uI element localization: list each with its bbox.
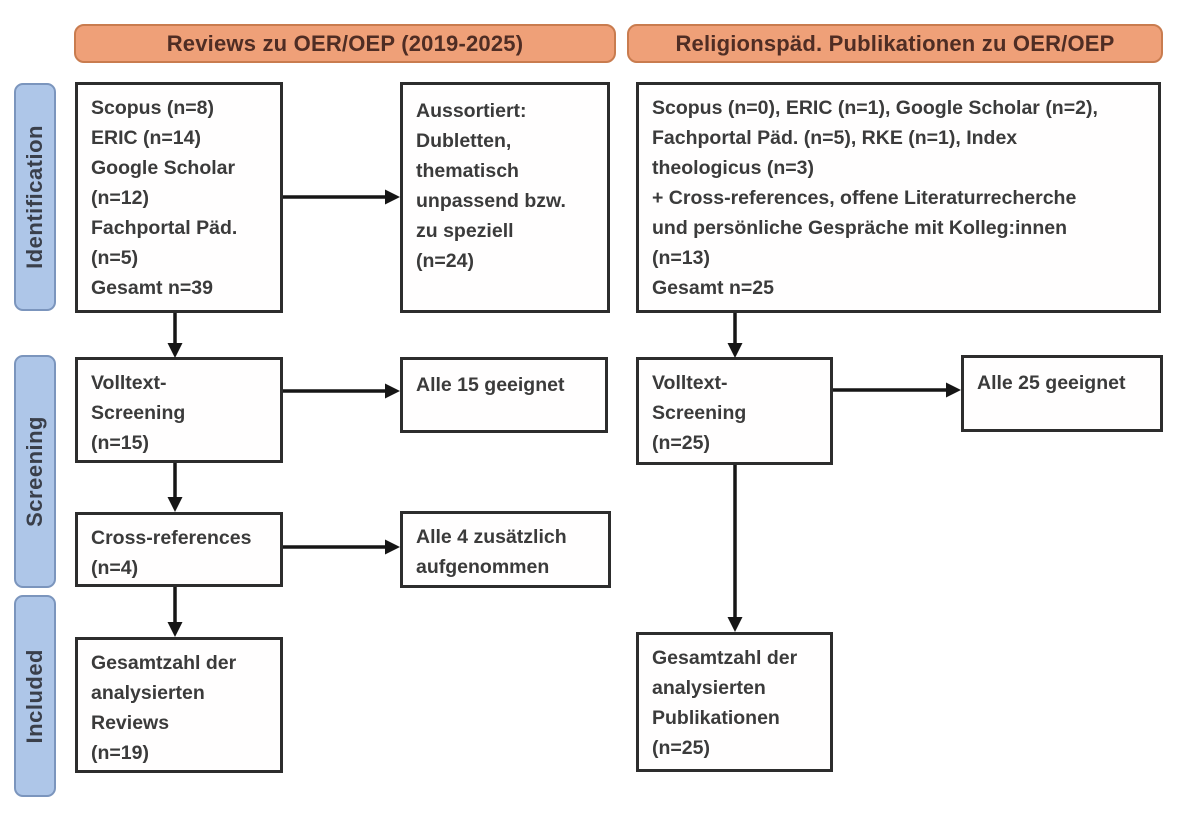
arrow-left-fulltext-to-result <box>283 383 400 399</box>
box-left-cross-references: Cross-references (n=4) <box>75 512 283 587</box>
arrow-left-crossref-to-result <box>283 539 400 555</box>
stage-label-screening: Screening <box>14 355 56 588</box>
box-left-excluded: Aussortiert: Dubletten, thematisch unpas… <box>400 82 610 313</box>
stage-label-included: Included <box>14 595 56 797</box>
arrow-right-sources-to-fulltext <box>727 313 743 358</box>
stage-label-identification: Identification <box>14 83 56 311</box>
stage-label-included-text: Included <box>22 648 47 744</box>
box-left-sources: Scopus (n=8) ERIC (n=14) Google Scholar … <box>75 82 283 313</box>
box-right-fulltext-screening: Volltext- Screening (n=25) <box>636 357 833 465</box>
column-header-religionspaed: Religionspäd. Publikationen zu OER/OEP <box>627 24 1163 63</box>
box-left-total-included: Gesamtzahl der analysierten Reviews (n=1… <box>75 637 283 773</box>
box-right-total-included: Gesamtzahl der analysierten Publikatione… <box>636 632 833 772</box>
column-header-reviews: Reviews zu OER/OEP (2019-2025) <box>74 24 616 63</box>
arrow-right-fulltext-to-total <box>727 465 743 632</box>
arrow-left-fulltext-to-crossref <box>167 463 183 512</box>
stage-label-screening-text: Screening <box>22 416 47 527</box>
arrow-left-sources-to-fulltext <box>167 313 183 358</box>
box-left-fulltext-result: Alle 15 geeignet <box>400 357 608 433</box>
box-left-fulltext-screening: Volltext- Screening (n=15) <box>75 357 283 463</box>
box-right-fulltext-result: Alle 25 geeignet <box>961 355 1163 432</box>
box-left-cross-references-result: Alle 4 zusätzlich aufgenommen <box>400 511 611 588</box>
arrow-left-sources-to-excluded <box>283 189 400 205</box>
box-right-sources: Scopus (n=0), ERIC (n=1), Google Scholar… <box>636 82 1161 313</box>
arrow-left-crossref-to-total <box>167 587 183 637</box>
stage-label-identification-text: Identification <box>22 125 47 269</box>
arrow-right-fulltext-to-result <box>833 382 961 398</box>
